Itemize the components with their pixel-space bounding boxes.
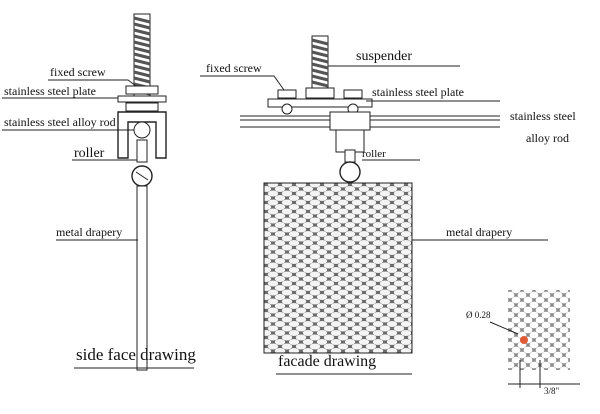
side-leader-screw: [48, 79, 137, 87]
facade-bolt-left-head: [281, 103, 293, 115]
facade-label-roller: roller: [362, 148, 386, 160]
side-nut-bottom: [125, 102, 159, 112]
facade-label-fixed-screw: fixed screw: [206, 61, 262, 75]
facade-roller-stem: [344, 149, 356, 163]
facade-label-rod-line2: alloy rod: [526, 131, 569, 145]
facade-suspender-nut: [305, 87, 335, 99]
side-drapery-strip: [136, 185, 148, 371]
facade-mesh-panel: [263, 182, 413, 354]
facade-bolt-right-nut: [343, 89, 363, 99]
facade-screw-thread: [311, 35, 329, 95]
mesh-detail-highlight: [520, 336, 528, 344]
side-screw-thread: [133, 13, 151, 99]
side-plate: [117, 95, 167, 103]
side-label-roller: roller: [74, 146, 105, 161]
facade-leader-screw: [200, 75, 285, 91]
side-nut-top: [125, 85, 159, 95]
mesh-detail: Ø 0.28 3/8": [466, 290, 580, 396]
mesh-detail-dim-ticks: [519, 360, 541, 388]
mesh-detail-diameter-leader: [489, 321, 519, 335]
mesh-detail-swatch: [508, 290, 570, 370]
facade-plate: [267, 98, 373, 108]
side-rod-section: [133, 121, 151, 139]
side-rod-bracket: [117, 111, 167, 159]
side-roller-body: [136, 139, 148, 163]
facade-label-plate: stainless steel plate: [372, 85, 464, 99]
facade-label-rod-line1: stainless steel: [510, 109, 576, 123]
side-title: side face drawing: [76, 345, 196, 364]
facade-label-drapery: metal drapery: [446, 225, 512, 239]
facade-bolt-left-nut: [277, 89, 297, 99]
side-label-drapery: metal drapery: [56, 225, 122, 239]
mesh-detail-diameter-label: Ø 0.28: [466, 310, 491, 320]
facade-rod-clamp: [329, 111, 371, 131]
facade-label-suspender: suspender: [356, 49, 412, 64]
side-roller-hatch: [135, 171, 149, 181]
facade-drawing: fixed screw suspender stainless steel pl…: [200, 35, 576, 375]
facade-roller-ring: [339, 161, 361, 183]
side-label-plate: stainless steel plate: [4, 84, 96, 98]
side-label-fixed-screw: fixed screw: [50, 65, 106, 79]
facade-title: facade drawing: [278, 353, 376, 370]
facade-roller-carriage: [335, 129, 365, 153]
mesh-detail-pitch-label: 3/8": [544, 386, 560, 396]
side-label-rod: stainless steel alloy rod: [4, 115, 116, 129]
side-face-drawing: fixed screw stainless steel plate stainl…: [2, 13, 196, 371]
